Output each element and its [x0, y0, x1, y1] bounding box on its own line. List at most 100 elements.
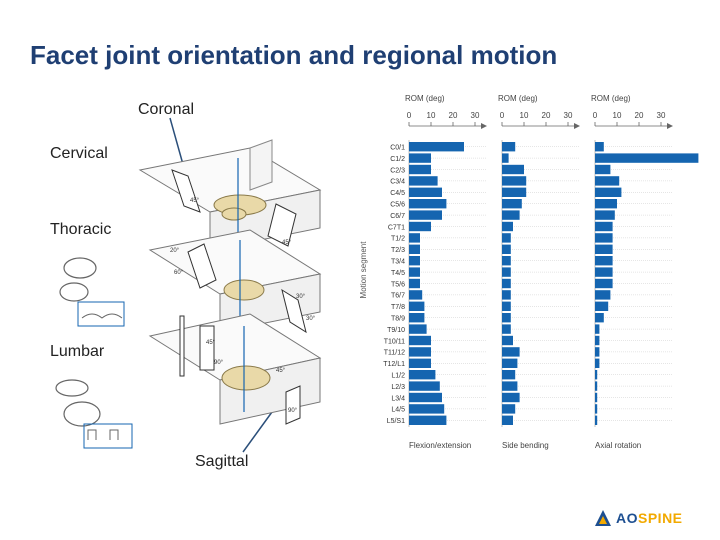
bar: [502, 347, 520, 357]
bar: [595, 233, 613, 243]
bar: [502, 164, 524, 175]
category-label: C7T1: [388, 224, 405, 231]
bar: [595, 278, 613, 289]
bar: [502, 381, 518, 391]
bar: [502, 324, 511, 334]
bar: [409, 210, 442, 220]
bar: [409, 176, 438, 186]
bar: [502, 153, 509, 163]
category-label: T10/11: [384, 338, 405, 345]
bar: [502, 199, 522, 209]
bar: [502, 187, 527, 197]
bar: [595, 358, 600, 368]
thoracic-label: Thoracic: [50, 221, 112, 238]
bar: [409, 267, 420, 277]
bar: [595, 187, 622, 197]
sagittal-label: Sagittal: [195, 453, 249, 470]
bar: [502, 404, 516, 414]
tick-label: 0: [407, 111, 412, 120]
bar: [502, 335, 513, 346]
angle-label: 20°: [170, 248, 180, 254]
tick-label: 20: [542, 111, 551, 120]
bar: [409, 153, 431, 163]
bar: [595, 392, 598, 403]
angle-label: 45°: [282, 240, 292, 246]
category-label: C3/4: [390, 179, 405, 186]
category-label: L3/4: [391, 395, 405, 402]
page-title: Facet joint orientation and regional mot…: [30, 40, 558, 70]
thoracic-vertebra: [223, 279, 265, 301]
bar: [409, 164, 431, 175]
series-label: Flexion/extension: [409, 441, 471, 450]
category-label: T4/5: [391, 270, 405, 277]
bar: [595, 153, 699, 163]
category-label: C2/3: [390, 167, 405, 174]
facet-orientation-diagram: 45° 45° 20° 60° 30° 30° 45° 90° 45° 90°: [55, 117, 322, 453]
bar: [409, 313, 425, 323]
tick-label: 30: [657, 111, 666, 120]
axis-arrow: [481, 123, 487, 129]
category-label: T9/10: [387, 327, 405, 334]
category-label: T6/7: [391, 293, 405, 300]
category-label: T12/L1: [383, 361, 405, 368]
thoracic-thumbnail: [59, 257, 125, 327]
angle-label: 45°: [190, 198, 200, 204]
bar: [409, 335, 431, 346]
angle-label: 90°: [288, 408, 298, 414]
tick-label: 30: [564, 111, 573, 120]
tick-label: 30: [471, 111, 480, 120]
category-label: T5/6: [391, 281, 405, 288]
bar: [502, 278, 511, 289]
bar: [595, 324, 600, 334]
y-axis-label: Motion segment: [359, 241, 368, 299]
coronal-pointer: [169, 117, 185, 169]
bar: [502, 313, 511, 323]
series-label: Axial rotation: [595, 441, 641, 450]
category-label: L4/5: [391, 407, 405, 414]
angle-label: 30°: [296, 294, 306, 300]
series-label: Side bending: [502, 441, 549, 450]
bar: [595, 404, 598, 414]
lumbar-thumbnail: [55, 379, 133, 449]
bar: [502, 290, 511, 300]
sagittal-pointer: [242, 411, 273, 453]
bar: [409, 324, 427, 334]
angle-label: 90°: [214, 360, 224, 366]
bar: [409, 244, 420, 254]
bar: [502, 392, 520, 403]
category-label: T3/4: [391, 259, 405, 266]
bar: [409, 415, 447, 425]
bar: [409, 392, 442, 403]
tick-label: 10: [613, 111, 622, 120]
bar: [595, 256, 613, 266]
axis-arrow: [574, 123, 580, 129]
bar: [409, 221, 431, 232]
lumbar-label: Lumbar: [50, 343, 105, 360]
aospine-logo: AOSPINE: [594, 506, 683, 530]
category-label: L2/3: [391, 384, 405, 391]
bar: [502, 221, 513, 232]
bar: [595, 221, 613, 232]
category-label: L5/S1: [387, 418, 405, 425]
bar: [502, 210, 520, 220]
category-label: C1/2: [390, 156, 405, 163]
bar: [409, 358, 431, 368]
bar: [409, 381, 440, 391]
bar: [409, 187, 442, 197]
bar: [502, 358, 518, 368]
angle-label: 45°: [206, 340, 216, 346]
bar: [502, 176, 527, 186]
bar: [595, 142, 604, 152]
category-label: C6/7: [390, 213, 405, 220]
panel-axis-label: ROM (deg): [498, 94, 538, 103]
category-label: C5/6: [390, 202, 405, 209]
lumbar-vertebra: [221, 365, 271, 391]
bar: [409, 199, 447, 209]
bar: [409, 404, 445, 414]
bar: [595, 290, 611, 300]
bar: [409, 347, 431, 357]
bar: [595, 244, 613, 254]
bar: [595, 370, 598, 380]
panel-axis-label: ROM (deg): [405, 94, 445, 103]
bar: [502, 256, 511, 266]
